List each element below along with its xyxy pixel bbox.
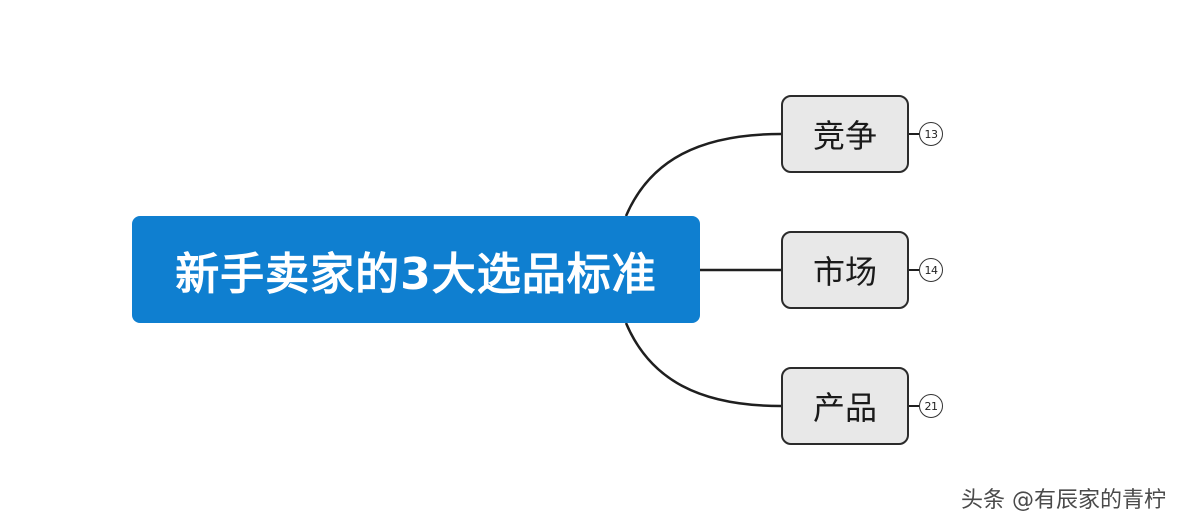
connector-to-competition xyxy=(624,132,782,217)
subtopic-label: 市场 xyxy=(812,253,877,291)
collapsed-count-badge[interactable]: 21 xyxy=(919,394,943,418)
subtopic-label: 产品 xyxy=(812,389,877,427)
subtopic-market[interactable]: 市场 xyxy=(781,231,909,309)
subtopic-product[interactable]: 产品 xyxy=(781,367,909,445)
badge-count: 14 xyxy=(924,263,939,277)
watermark-text: 头条 @有辰家的青柠 xyxy=(961,488,1166,513)
connector-to-product xyxy=(624,322,782,408)
collapsed-count-badge[interactable]: 13 xyxy=(919,122,943,146)
badge-count: 13 xyxy=(924,127,939,141)
central-topic[interactable]: 新手卖家的3大选品标准 xyxy=(132,216,700,323)
subtopic-competition[interactable]: 竞争 xyxy=(781,95,909,173)
subtopic-label: 竞争 xyxy=(812,117,877,155)
collapsed-count-badge[interactable]: 14 xyxy=(919,258,943,282)
central-topic-label: 新手卖家的3大选品标准 xyxy=(175,248,657,300)
badge-count: 21 xyxy=(924,399,939,413)
